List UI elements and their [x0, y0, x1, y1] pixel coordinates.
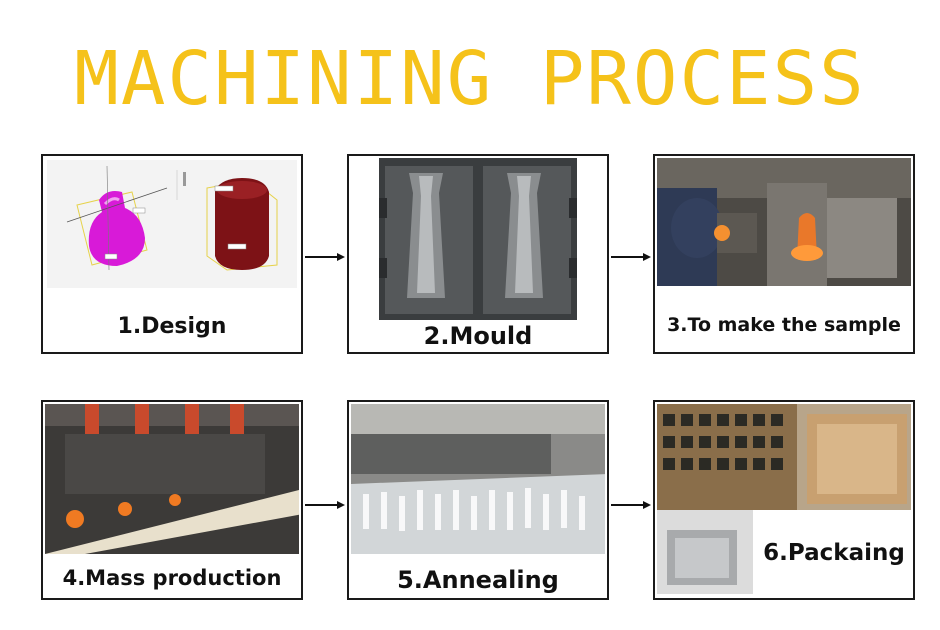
arrow-right-icon: [305, 253, 345, 261]
step-label-mass-production: 4.Mass production: [62, 566, 282, 590]
step-card-annealing: 5.Annealing: [347, 400, 609, 600]
mass-production-image: [45, 404, 299, 554]
arrow-right-icon: [611, 253, 651, 261]
step-card-design: 1.Design: [41, 154, 303, 354]
step-label-annealing: 5.Annealing: [397, 566, 559, 594]
annealing-image: [351, 404, 605, 554]
step-label-mould: 2.Mould: [423, 322, 533, 350]
packaging-image-bottom: [657, 510, 753, 594]
step-label-sample: 3.To make the sample: [667, 314, 901, 336]
arrow-right-icon: [611, 501, 651, 509]
packaging-image-top: [657, 404, 911, 510]
design-cad-image: [47, 160, 297, 288]
step-label-design: 1.Design: [117, 314, 227, 339]
step-card-mould: 2.Mould: [347, 154, 609, 354]
page-title: MACHINING PROCESS: [74, 36, 866, 122]
step-card-packaging: 6.Packaing: [653, 400, 915, 600]
mould-image: [379, 158, 577, 320]
step-card-mass-production: 4.Mass production: [41, 400, 303, 600]
step-label-packaging: 6.Packaing: [763, 540, 905, 566]
arrow-right-icon: [305, 501, 345, 509]
sample-image: [657, 158, 911, 286]
step-card-sample: 3.To make the sample: [653, 154, 915, 354]
